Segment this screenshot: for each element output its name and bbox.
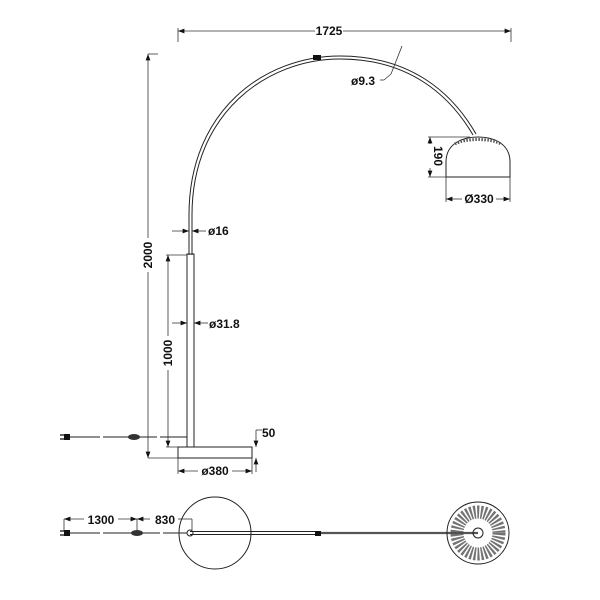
arc-tube-diameter-label: ø9.3	[351, 74, 375, 88]
total-height-label: 2000	[141, 241, 155, 268]
arc-joint	[313, 55, 321, 60]
cord-to-switch-label: 1300	[88, 513, 115, 527]
cord-switch-top	[131, 530, 143, 536]
shade-diameter-dimension: Ø330	[445, 177, 511, 206]
base-height-dimension: 50	[253, 426, 276, 472]
shade-height-label: 190	[431, 146, 445, 166]
shade-outline	[446, 501, 510, 565]
arc-tube-diameter-callout: ø9.3	[351, 45, 403, 88]
base-outline	[178, 496, 252, 570]
lamp-base	[177, 446, 253, 459]
base-height-label: 50	[262, 426, 276, 440]
upper-tube-diameter-dimension: ø16	[172, 224, 229, 238]
lower-tube-diameter-dimension: ø31.8	[172, 317, 240, 331]
base-diameter-dimension: ø380	[177, 458, 253, 478]
arc-tube	[188, 55, 477, 255]
shade-diameter-label: Ø330	[464, 192, 494, 206]
plug-icon-body	[64, 434, 70, 440]
switch-to-base-label: 830	[155, 513, 175, 527]
top-view	[60, 496, 510, 570]
upper-tube-diameter-label: ø16	[208, 224, 229, 238]
power-cord-side	[60, 434, 187, 440]
width-dimension: 1725	[177, 24, 512, 42]
lamp-shade	[445, 136, 511, 178]
shade-height-dimension: 190	[424, 136, 470, 178]
cord-length-dimensions: 1300 830	[63, 513, 193, 531]
lower-tube-height-dimension: 1000	[161, 254, 187, 448]
lower-tube-height-label: 1000	[161, 339, 175, 366]
total-height-dimension: 2000	[141, 53, 178, 459]
base-diameter-label: ø380	[201, 464, 229, 478]
width-label: 1725	[316, 24, 343, 38]
cord-switch	[128, 434, 140, 440]
lower-tube	[186, 253, 195, 448]
shade-perforation	[450, 505, 506, 561]
lower-tube-diameter-label: ø31.8	[209, 317, 240, 331]
